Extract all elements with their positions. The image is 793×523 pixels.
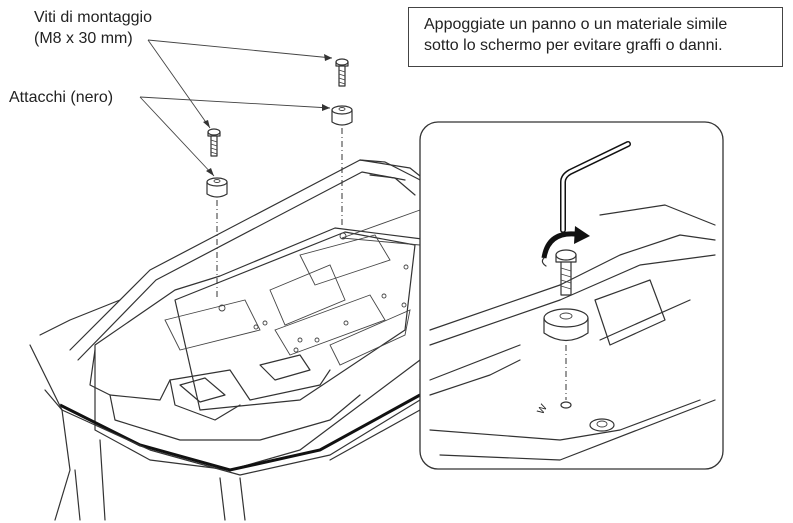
- callout-connector-top: [341, 209, 421, 239]
- display-body: [59, 159, 431, 472]
- brackets-label: Attacchi (nero): [9, 89, 114, 106]
- caution-note-line1: Appoggiate un panno o un materiale simil…: [424, 16, 728, 33]
- caution-note-box: Appoggiate un panno o un materiale simil…: [408, 7, 783, 67]
- right-bracket: [331, 105, 353, 126]
- screws-label-line2: (M8 x 30 mm): [34, 30, 133, 47]
- leader-lines: [139, 39, 333, 177]
- table-and-cloth: [29, 159, 431, 521]
- callout-connector-bottom: [341, 237, 421, 246]
- left-bracket: [206, 177, 228, 198]
- detail-inset: [419, 121, 724, 470]
- right-screw: [335, 58, 349, 87]
- left-screw: [207, 128, 221, 157]
- screws-label-line1: Viti di montaggio: [34, 9, 152, 26]
- caution-note-line2: sotto lo schermo per evitare graffi o da…: [424, 37, 723, 54]
